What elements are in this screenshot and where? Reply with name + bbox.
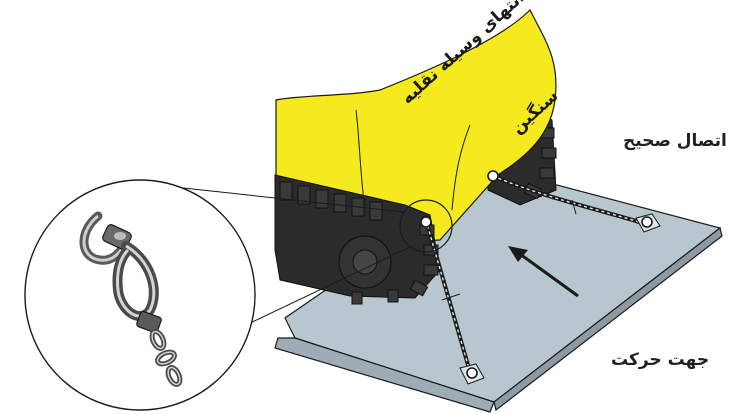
correct-connection-label: اتصال صحیح xyxy=(623,131,727,151)
direction-of-travel-label: جهت حرکت xyxy=(611,350,709,370)
